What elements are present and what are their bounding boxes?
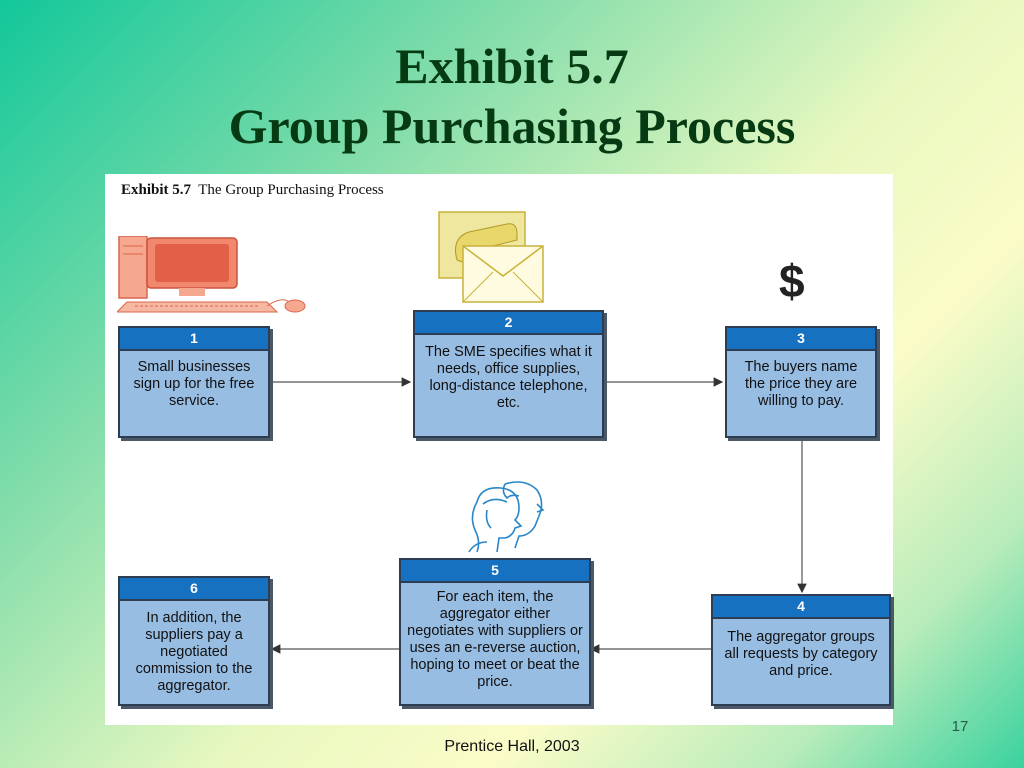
step-3-box: 3 The buyers name the price they are wil…	[725, 326, 877, 438]
dollar-icon: $	[779, 255, 805, 307]
step-text: In addition, the suppliers pay a negotia…	[135, 610, 253, 694]
step-2-box: 2 The SME specifies what it needs, offic…	[413, 310, 604, 438]
figure-caption: Exhibit 5.7 The Group Purchasing Process	[121, 182, 384, 199]
step-text: Small businesses sign up for the free se…	[133, 359, 255, 409]
people-icon	[468, 481, 545, 553]
step-text: For each item, the aggregator either neg…	[407, 589, 583, 690]
footer-credit: Prentice Hall, 2003	[444, 738, 580, 755]
slide-title: Exhibit 5.7 Group Purchasing Process	[0, 36, 1024, 156]
figure-caption-text: The Group Purchasing Process	[198, 182, 384, 198]
step-number: 4	[713, 596, 889, 619]
step-text: The SME specifies what it needs, office …	[425, 344, 592, 411]
step-text: The buyers name the price they are willi…	[744, 359, 858, 409]
mail-icon	[438, 211, 544, 303]
page-number: 17	[951, 718, 969, 735]
step-5-box: 5 For each item, the aggregator either n…	[399, 558, 591, 706]
step-number: 6	[120, 578, 268, 601]
step-number: 1	[120, 328, 268, 351]
slide-title-line-1: Exhibit 5.7	[395, 38, 629, 94]
computer-icon	[117, 236, 306, 313]
flow-arrows	[269, 377, 807, 654]
step-number: 2	[415, 312, 602, 335]
figure-caption-label: Exhibit 5.7	[121, 182, 192, 198]
step-number: 5	[401, 560, 589, 583]
step-text: The aggregator groups all requests by ca…	[724, 629, 878, 679]
step-4-box: 4 The aggregator groups all requests by …	[711, 594, 891, 706]
step-6-box: 6 In addition, the suppliers pay a negot…	[118, 576, 270, 706]
step-1-box: 1 Small businesses sign up for the free …	[118, 326, 270, 438]
process-figure: Exhibit 5.7 The Group Purchasing Process…	[105, 174, 893, 725]
slide-title-line-2: Group Purchasing Process	[228, 98, 796, 154]
step-number: 3	[727, 328, 875, 351]
